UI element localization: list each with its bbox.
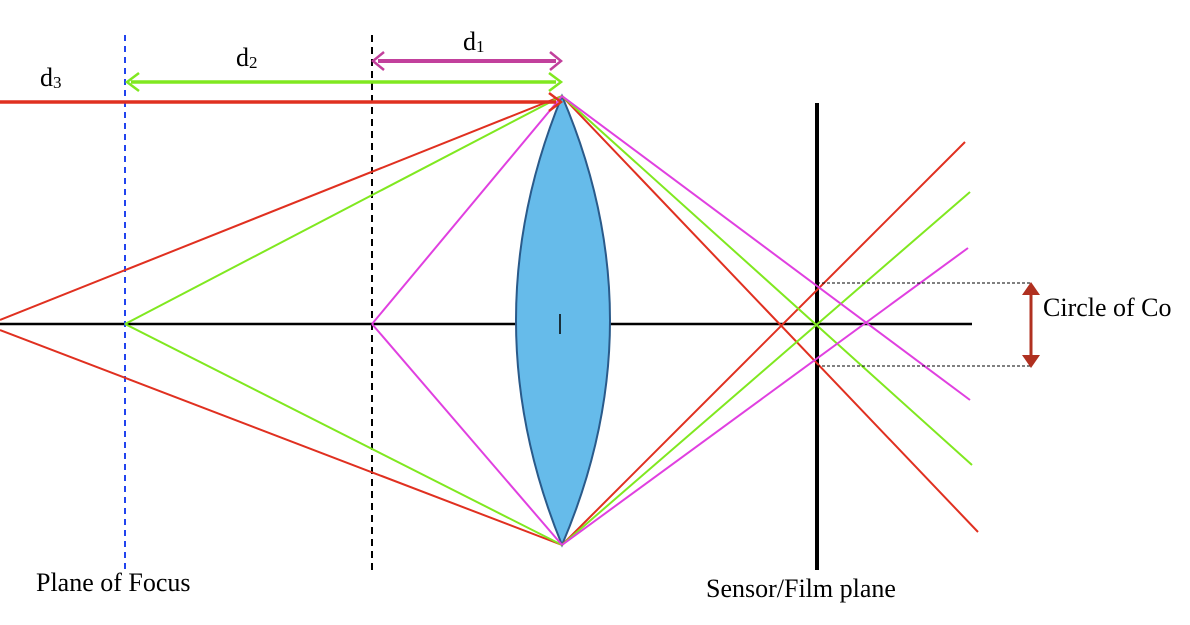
d1-distance-arrow bbox=[371, 51, 563, 71]
d2-ray-exit-up bbox=[561, 191, 971, 546]
d3-distance-arrow bbox=[0, 92, 564, 112]
d1-rays bbox=[371, 95, 971, 546]
d2-ray-upper bbox=[124, 95, 563, 325]
d3-rays bbox=[0, 95, 979, 546]
d1-ray-exit-down bbox=[561, 95, 971, 401]
d2-ray-lower bbox=[124, 323, 563, 546]
d1-ray-exit-up bbox=[561, 247, 969, 546]
d2-distance-arrow bbox=[124, 72, 564, 92]
lens bbox=[515, 93, 611, 548]
d3-ray-exit-down bbox=[561, 95, 979, 533]
d1-ray-lower bbox=[371, 323, 563, 546]
d2-label: d2 bbox=[236, 43, 258, 72]
d3-ray-lower bbox=[0, 329, 563, 546]
d3-ray-upper bbox=[0, 95, 563, 321]
d3-ray-exit-up bbox=[561, 141, 966, 546]
d3-label: d3 bbox=[40, 63, 62, 92]
plane-of-focus-label: Plane of Focus bbox=[36, 568, 191, 597]
sensor-plane-label: Sensor/Film plane bbox=[706, 574, 896, 603]
d1-label: d1 bbox=[463, 27, 485, 56]
coc-arrow bbox=[1022, 282, 1040, 368]
circle-of-confusion-label: Circle of Co bbox=[1043, 293, 1172, 322]
d1-ray-upper bbox=[371, 95, 563, 325]
d2-rays bbox=[124, 95, 973, 546]
d2-ray-exit-down bbox=[561, 95, 973, 466]
